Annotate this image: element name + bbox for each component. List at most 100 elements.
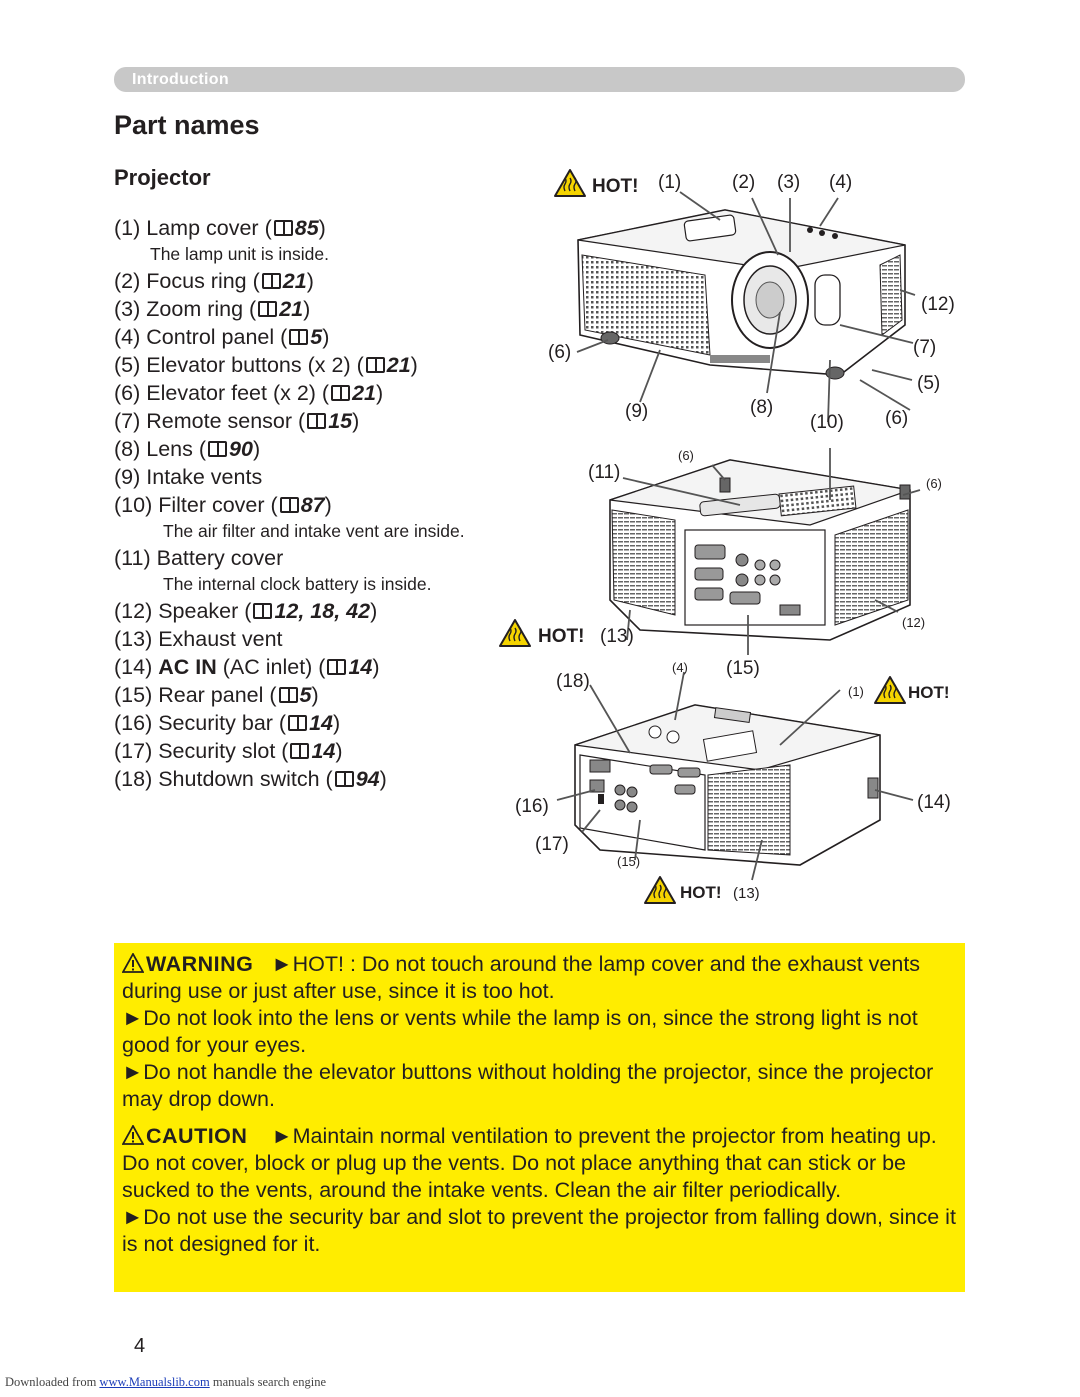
part-item: (12) Speaker (12, 18, 42) xyxy=(114,597,494,625)
callout: (8) xyxy=(750,397,773,418)
callout: (17) xyxy=(535,834,569,855)
page-reference: 12, 18, 42 xyxy=(274,599,371,623)
page-reference: 21 xyxy=(352,381,377,405)
part-item: (13) Exhaust vent xyxy=(114,625,494,653)
part-item: (9) Intake vents xyxy=(114,463,494,491)
callout: (1) xyxy=(848,684,864,699)
part-name: Lens ( xyxy=(146,437,207,461)
part-name: Focus ring ( xyxy=(146,269,260,293)
hot-warning-icon xyxy=(554,169,586,197)
projector-rear-angle-view xyxy=(574,704,881,866)
book-reference-icon xyxy=(261,273,281,289)
page-reference: 21 xyxy=(282,269,307,293)
book-reference-icon xyxy=(290,743,310,759)
callout: (9) xyxy=(625,401,648,422)
page-reference: 21 xyxy=(279,297,304,321)
part-number: (15) xyxy=(114,683,153,707)
part-name: Filter cover ( xyxy=(158,493,278,517)
part-name-close: ) xyxy=(379,767,387,791)
part-name: Elevator feet (x 2) ( xyxy=(146,381,330,405)
part-note: The lamp unit is inside. xyxy=(150,244,329,264)
part-name: Shutdown switch ( xyxy=(158,767,333,791)
callout: (10) xyxy=(810,412,844,433)
callout: (1) xyxy=(658,172,681,193)
part-name-close: ) xyxy=(306,269,314,293)
part-bold-label: AC IN xyxy=(158,655,217,679)
part-number: (11) xyxy=(114,546,151,570)
part-item: (18) Shutdown switch (94) xyxy=(114,765,494,793)
page-reference: 14 xyxy=(348,655,373,679)
part-number: (4) xyxy=(114,325,141,349)
book-reference-icon xyxy=(307,413,327,429)
caution-triangle-icon xyxy=(122,1125,144,1145)
warning-text-2: ►Do not look into the lens or vents whil… xyxy=(122,1006,918,1057)
part-name-close: ) xyxy=(333,711,341,735)
callout: (14) xyxy=(917,792,951,813)
part-number: (1) xyxy=(114,216,141,240)
part-name: Control panel ( xyxy=(146,325,288,349)
callout: (6) xyxy=(885,408,908,429)
part-name-close: ) xyxy=(252,437,261,461)
part-number: (13) xyxy=(114,627,153,651)
page-reference: 14 xyxy=(311,739,336,763)
part-item: (4) Control panel ( 5) xyxy=(114,323,494,351)
callout: (6) xyxy=(548,342,571,363)
manualslib-link[interactable]: www.Manualslib.com xyxy=(99,1375,210,1389)
hot-warning-icon xyxy=(874,676,906,704)
part-names-list: (1) Lamp cover (85)The lamp unit is insi… xyxy=(114,214,494,793)
part-item: (15) Rear panel (5) xyxy=(114,681,494,709)
part-name-close: ) xyxy=(311,683,319,707)
callout: (3) xyxy=(777,172,800,193)
caution-text-1: ►Maintain normal ventilation to prevent … xyxy=(122,1124,937,1202)
callout: (16) xyxy=(515,796,549,817)
hot-label: HOT! xyxy=(908,683,950,702)
part-name: Security slot ( xyxy=(158,739,289,763)
page-reference: 5 xyxy=(299,683,312,707)
part-number: (9) xyxy=(114,465,141,489)
warning-caution-box: WARNING ►HOT! : Do not touch around the … xyxy=(114,943,965,1292)
book-reference-icon xyxy=(208,441,228,457)
part-name-close: ) xyxy=(335,739,343,763)
hot-label: HOT! xyxy=(592,176,638,197)
part-number: (18) xyxy=(114,767,153,791)
part-number: (10) xyxy=(114,493,153,517)
footer-suffix: manuals search engine xyxy=(209,1375,326,1389)
page-reference: 90 xyxy=(229,437,253,461)
part-item: (8) Lens (90) xyxy=(114,435,494,463)
projector-diagram: HOT! HOT! HOT! HOT! (1) (2) (3) (4) (12)… xyxy=(499,169,955,904)
callout: (15) xyxy=(726,658,760,679)
part-number: (5) xyxy=(114,353,141,377)
book-reference-icon xyxy=(327,659,347,675)
part-item: (2) Focus ring (21) xyxy=(114,267,494,295)
part-name: Exhaust vent xyxy=(158,627,283,651)
hot-label: HOT! xyxy=(680,883,722,902)
callout: (18) xyxy=(556,671,590,692)
caution-text-2: ►Do not use the security bar and slot to… xyxy=(122,1205,956,1256)
part-item: (16) Security bar (14) xyxy=(114,709,494,737)
part-name-close: ) xyxy=(322,325,330,349)
part-name: (AC inlet) ( xyxy=(216,655,326,679)
callout: (13) xyxy=(600,626,634,647)
part-number: (14) xyxy=(114,655,153,679)
warning-triangle-icon xyxy=(122,953,144,973)
leader-lines xyxy=(556,191,921,881)
hot-warning-icon xyxy=(499,619,531,647)
book-reference-icon xyxy=(334,771,354,787)
book-reference-icon xyxy=(288,715,308,731)
callout: (2) xyxy=(732,172,755,193)
part-name: Lamp cover ( xyxy=(146,216,272,240)
part-name: Speaker ( xyxy=(158,599,252,623)
part-item: (14) AC IN (AC inlet) ( 14) xyxy=(114,653,494,681)
page-reference: 14 xyxy=(309,711,333,735)
callout: (12) xyxy=(921,294,955,315)
projector-front-view xyxy=(577,209,906,380)
page-reference: 5 xyxy=(310,325,323,349)
book-reference-icon xyxy=(258,301,278,317)
part-number: (7) xyxy=(114,409,141,433)
part-item: (7) Remote sensor (15) xyxy=(114,407,494,435)
hot-label: HOT! xyxy=(538,626,584,647)
part-name-close: ) xyxy=(372,655,380,679)
part-name-close: ) xyxy=(376,381,384,405)
part-item: (3) Zoom ring (21) xyxy=(114,295,494,323)
part-name: Remote sensor ( xyxy=(146,409,306,433)
